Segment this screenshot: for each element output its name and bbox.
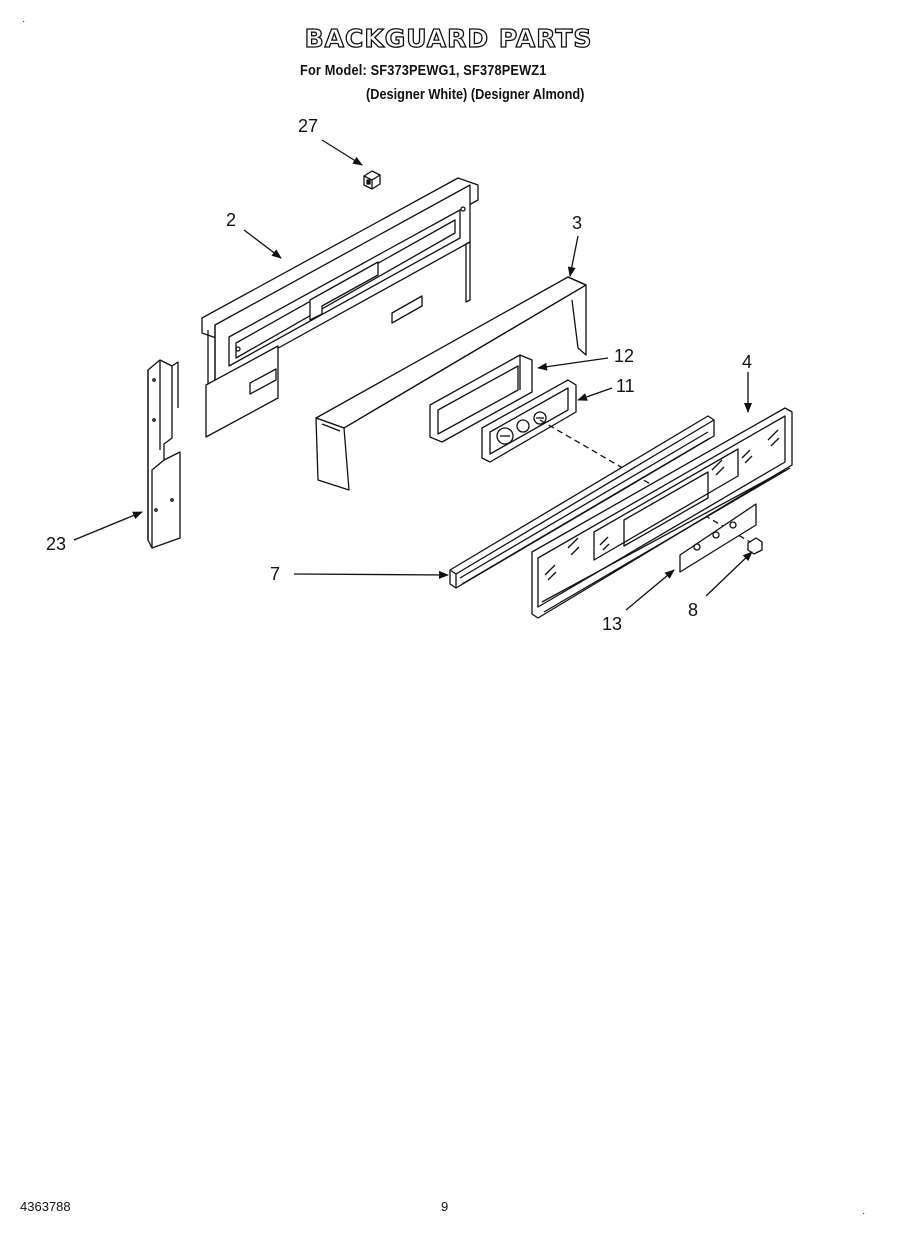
callout-4: 4 xyxy=(742,352,753,372)
model-colors: (Designer White) (Designer Almond) xyxy=(366,86,585,103)
part-8-knob xyxy=(747,537,763,555)
part-12-bracket xyxy=(429,354,533,443)
part-2-rear-panel xyxy=(201,177,479,438)
callout-12: 12 xyxy=(614,346,635,366)
model-numbers: For Model: SF373PEWG1, SF378PEWZ1 xyxy=(300,62,547,79)
scan-dot: · xyxy=(862,1208,866,1219)
callout-11: 11 xyxy=(616,376,635,396)
scan-dot: · xyxy=(22,16,26,27)
callout-2: 2 xyxy=(226,210,237,230)
part-27-clip xyxy=(363,170,381,190)
callout-13: 13 xyxy=(602,614,623,634)
callout-27: 27 xyxy=(298,116,319,136)
part-7-trim-rail xyxy=(449,415,715,589)
leader-arrows xyxy=(73,139,753,611)
callout-23: 23 xyxy=(46,534,67,554)
callout-7: 7 xyxy=(270,564,281,584)
page-number: 9 xyxy=(441,1199,449,1214)
part-23-side-bracket xyxy=(147,359,181,549)
page-title: BACKGUARD PARTS xyxy=(304,23,593,53)
part-3-trim-frame xyxy=(315,276,587,491)
part-number: 4363788 xyxy=(20,1199,71,1214)
callout-3: 3 xyxy=(572,213,583,233)
callout-8: 8 xyxy=(688,600,699,620)
part-4-glass-panel xyxy=(531,407,793,619)
